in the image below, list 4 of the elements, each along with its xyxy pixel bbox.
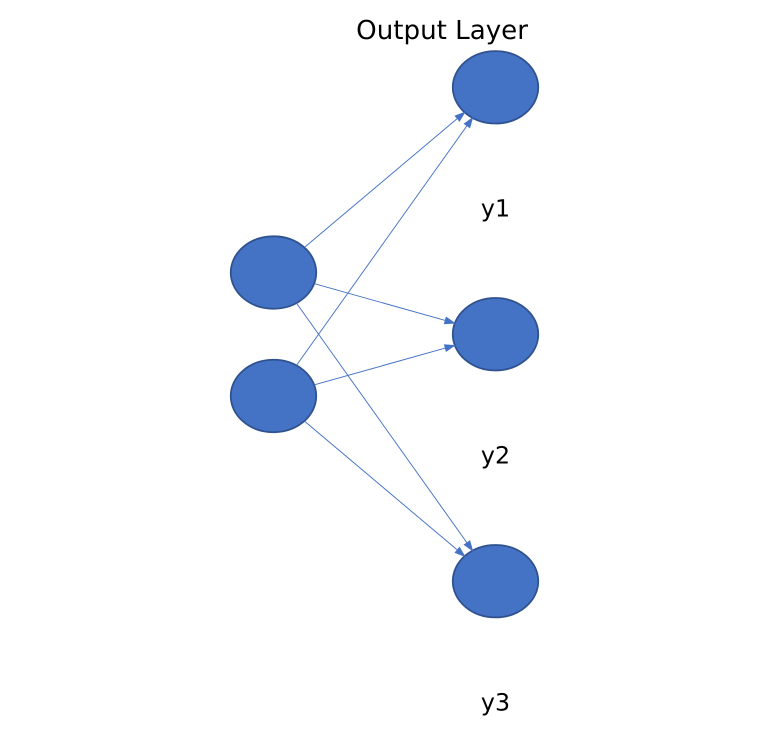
node-label: y3 — [480, 688, 510, 717]
diagram-title: Output Layer — [356, 16, 528, 46]
node-label: y1 — [480, 194, 510, 223]
node-label: y2 — [480, 442, 510, 470]
